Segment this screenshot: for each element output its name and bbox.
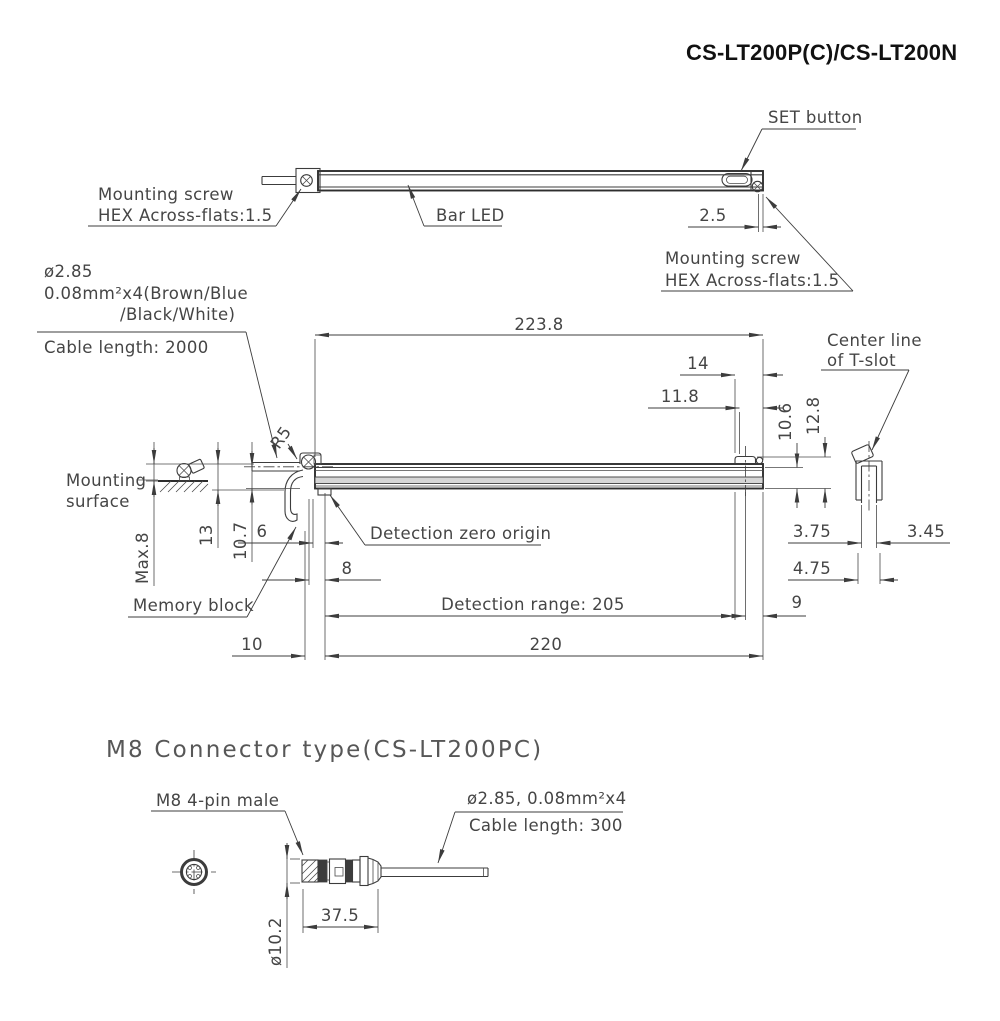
dim-8-value: 8 (342, 559, 353, 578)
side-view-dimensions: 223.8 14 11.8 10.6 12.8 R5 Max.8 (128, 315, 950, 660)
zero-origin-leader (329, 494, 366, 546)
memory-block-shape (284, 469, 304, 522)
mounting-screw-left-leader (275, 188, 302, 227)
m8-connector-label: M8 4-pin male (156, 791, 279, 810)
dim-37-5-value: 37.5 (321, 906, 359, 925)
left-clamp-side (299, 452, 322, 470)
set-button-plan (721, 172, 753, 187)
dim-2-5-value: 2.5 (699, 206, 726, 225)
m8-cable-length-label: Cable length: 300 (469, 816, 623, 835)
mounting-surface-label-1: Mounting (66, 471, 146, 490)
dim-220-value: 220 (530, 635, 563, 654)
m8-connector-leader (284, 810, 304, 856)
set-button-side (734, 455, 764, 465)
m8-connector-section: M8 Connector type(CS-LT200PC) M8 4-pin m… (106, 737, 626, 968)
m8-end-view (172, 850, 216, 894)
top-view: SET button Mounting screw HEX Across-fla… (88, 108, 863, 292)
bar-led-label: Bar LED (436, 206, 505, 225)
dim-9-value: 9 (792, 593, 803, 612)
page-title: CS-LT200P(C)/CS-LT200N (686, 40, 957, 65)
t-slot-section: Center line of T-slot (821, 331, 922, 512)
dim-3-75-value: 3.75 (793, 522, 831, 541)
dim-3-45-value: 3.45 (907, 522, 945, 541)
sensor-bar-plan (317, 170, 764, 192)
detection-zero-origin-label: Detection zero origin (370, 524, 551, 543)
mounting-screw-right-leader (765, 196, 854, 292)
center-line-label-2: of T-slot (827, 351, 896, 370)
m8-cable-spec-label: ø2.85, 0.08mm²x4 (467, 789, 626, 808)
mounting-screw-right-label-2: HEX Across-flats:1.5 (665, 271, 839, 290)
dim-11-8-value: 11.8 (661, 387, 699, 406)
cable-spec-label: 0.08mm²x4(Brown/Blue (44, 284, 248, 303)
memory-block-leader (246, 526, 297, 618)
dim-10-value: 10 (241, 635, 263, 654)
cable-spec-block: ø2.85 0.08mm²x4(Brown/Blue /Black/White)… (37, 262, 278, 459)
dim-10-2-value: ø10.2 (266, 917, 285, 966)
dim-10-6-value: 10.6 (776, 403, 795, 441)
cable-diameter-label: ø2.85 (44, 262, 93, 281)
left-mounting-screw-plan (295, 167, 321, 194)
dim-14-value: 14 (687, 354, 709, 373)
m8-section-heading: M8 Connector type(CS-LT200PC) (106, 737, 543, 763)
dim-10-7-value: 10.7 (231, 522, 250, 560)
side-view (244, 452, 764, 522)
memory-block-label: Memory block (133, 596, 254, 615)
cable-spec-label-2: /Black/White) (120, 305, 235, 324)
dim-4-75-value: 4.75 (793, 559, 831, 578)
zero-origin-tab (317, 487, 332, 496)
set-button-leader (740, 128, 763, 172)
dim-2-5: 2.5 (688, 194, 781, 232)
m8-side-view (301, 855, 489, 887)
center-line-leader (871, 369, 910, 451)
set-button-label: SET button (768, 108, 863, 127)
dim-r5-value: R5 (267, 423, 296, 453)
mounting-surface-label-2: surface (66, 492, 130, 511)
mounting-screw-right-label-1: Mounting screw (665, 249, 801, 268)
sensor-bar-side (314, 463, 764, 490)
m8-cable-leader (437, 811, 456, 864)
dim-6-value: 6 (257, 522, 268, 541)
bar-led-leader (407, 184, 425, 227)
mounting-screw-left-label-2: HEX Across-flats:1.5 (98, 206, 272, 225)
dim-12-8-value: 12.8 (804, 397, 823, 435)
mounting-surface-section: Mounting surface (66, 458, 209, 511)
mounting-screw-left-label-1: Mounting screw (98, 185, 234, 204)
right-mounting-screw-plan (751, 180, 764, 193)
cable-length-label: Cable length: 2000 (44, 338, 209, 357)
center-line-label-1: Center line (827, 331, 922, 350)
dim-max8-value: Max.8 (133, 532, 152, 584)
dim-overall-value: 223.8 (514, 315, 563, 334)
cable-leader (245, 331, 278, 459)
dim-13-value: 13 (197, 524, 216, 546)
cable-stub-plan (261, 175, 296, 186)
dim-detection-range-value: Detection range: 205 (441, 595, 625, 614)
